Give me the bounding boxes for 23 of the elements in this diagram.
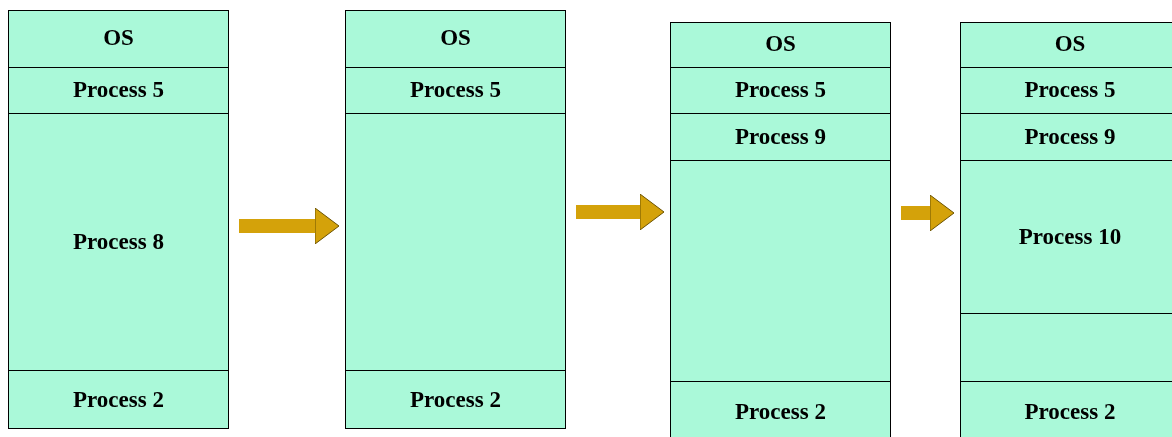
segment-label: Process 9: [735, 123, 826, 150]
arrow: [239, 207, 340, 245]
segment-label: Process 8: [73, 228, 164, 255]
segment-label: Process 9: [1024, 123, 1116, 150]
segment-label: OS: [440, 25, 471, 51]
segment-label: Process 2: [735, 398, 826, 425]
memory-column: [670, 22, 891, 437]
segment-label: Process 5: [410, 77, 501, 103]
arrow: [576, 193, 665, 231]
segment-label: Process 5: [735, 77, 826, 103]
segment-label: Process 5: [1024, 77, 1116, 103]
memory-column: [960, 22, 1172, 437]
memory-column: [8, 10, 229, 429]
segment-label: Process 10: [1018, 223, 1122, 250]
segment-label: Process 5: [73, 77, 164, 103]
arrow: [901, 194, 955, 232]
segment-label: Process 2: [410, 386, 501, 413]
segment-label: OS: [1054, 31, 1086, 57]
segment-label: Process 2: [1024, 398, 1116, 425]
segment-label: OS: [103, 25, 134, 51]
segment-label: Process 2: [73, 386, 164, 413]
segment-label: OS: [765, 31, 796, 57]
memory-column: [345, 10, 566, 429]
